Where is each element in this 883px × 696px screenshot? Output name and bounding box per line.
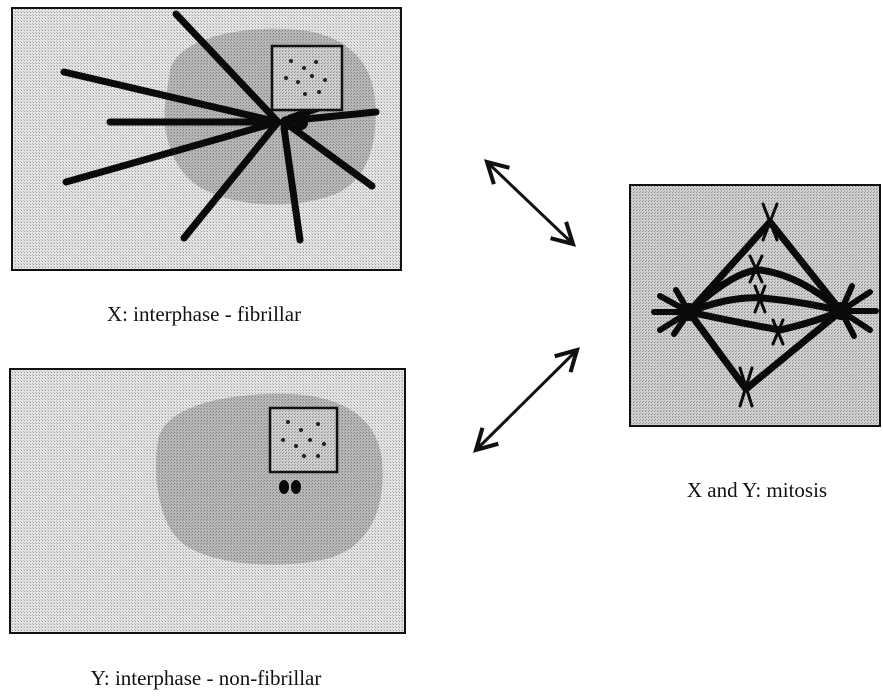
- panel-y-caption: Y: interphase - non-fibrillar: [91, 666, 322, 690]
- double-headed-arrow-icon: [483, 159, 577, 247]
- chromatin-dots: [284, 59, 327, 96]
- spindle-fibers: [685, 218, 845, 393]
- nucleus: [270, 44, 344, 112]
- panel-x-caption: X: interphase - fibrillar: [107, 302, 301, 326]
- centrioles: [280, 116, 308, 130]
- double-headed-arrow-icon: [473, 347, 580, 453]
- spindle-pole-right: [832, 283, 879, 339]
- panel-mitosis: X and Y: mitosis: [629, 184, 881, 502]
- panel-x-interphase-fibrillar: X: interphase - fibrillar: [11, 7, 402, 326]
- spindle-pole-left: [651, 287, 698, 337]
- panel-y-interphase-non-fibrillar: Y: interphase - non-fibrillar: [9, 368, 406, 690]
- centrioles: [279, 480, 301, 494]
- chromosomes: [738, 202, 785, 408]
- chromatin-dots: [281, 420, 326, 458]
- microtubule-fibers: [60, 10, 380, 244]
- nucleus: [268, 406, 339, 474]
- panel-mitosis-caption: X and Y: mitosis: [687, 478, 827, 502]
